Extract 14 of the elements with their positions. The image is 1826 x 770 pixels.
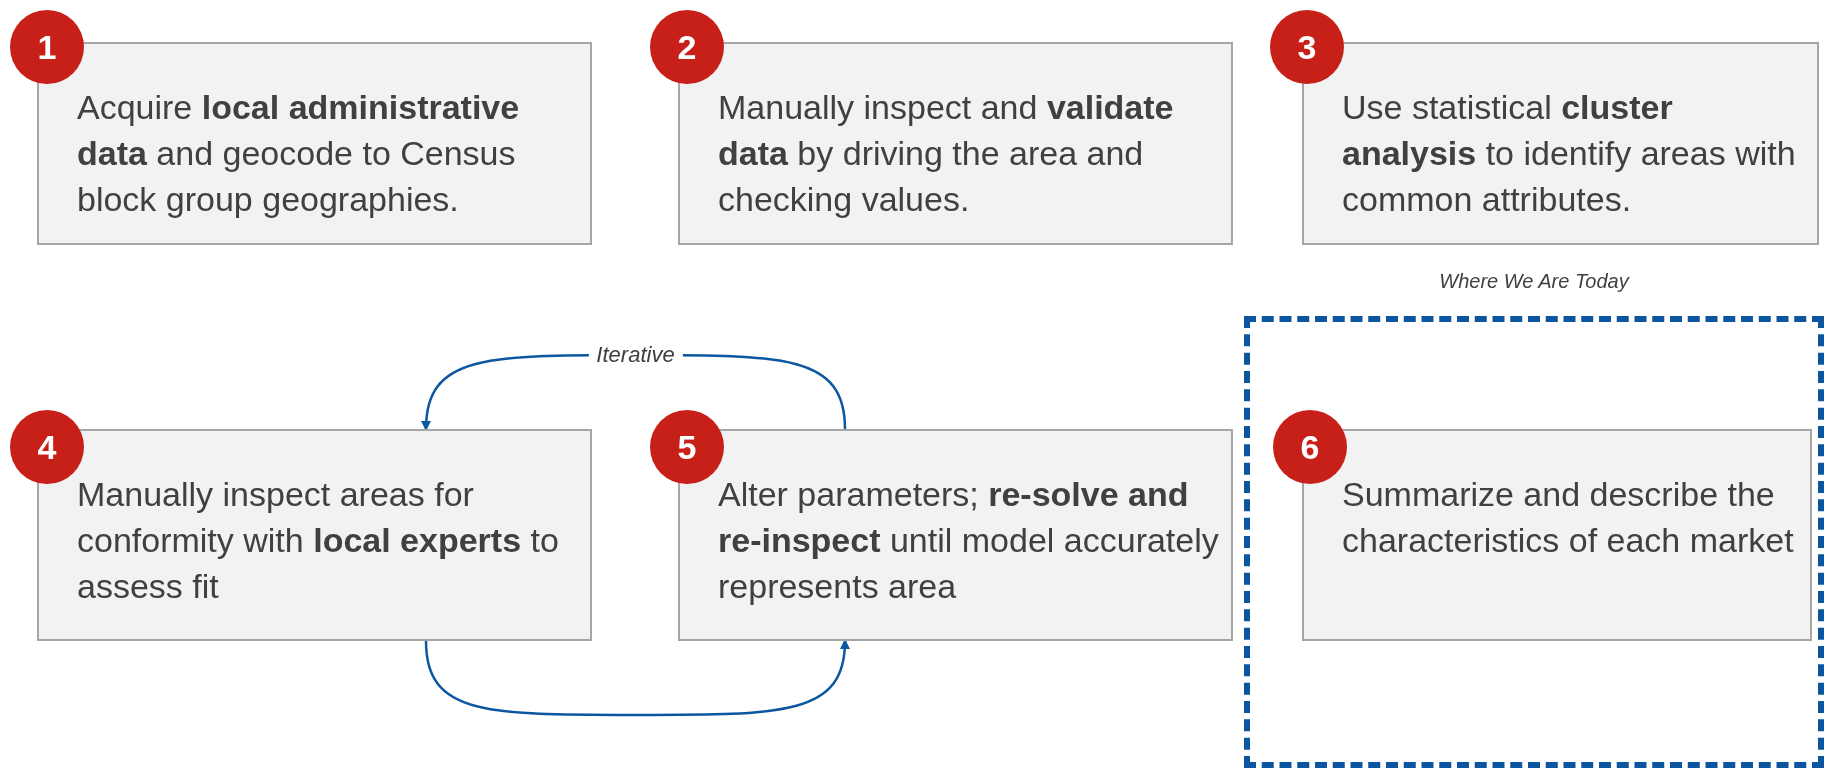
step-box <box>37 429 592 641</box>
step-text: Use statistical cluster analysis to identify areas with common attributes. <box>1342 87 1797 220</box>
number-badge: 5 <box>650 410 724 484</box>
step-box <box>678 429 1233 641</box>
step-text: Acquire local administrative data and geocode to Census block group geographies. <box>77 87 521 220</box>
step-box <box>1302 429 1812 641</box>
number-badge: 3 <box>1270 10 1344 84</box>
number-badge: 1 <box>10 10 84 84</box>
number-badge: 2 <box>650 10 724 84</box>
number-badge: 4 <box>10 410 84 484</box>
step-text: Manually inspect and validate data by driving the area and checking values. <box>718 87 1175 220</box>
region-title: Where We Are Today <box>1438 270 1631 293</box>
number-badge: 6 <box>1273 410 1347 484</box>
curved-arrow <box>424 639 850 717</box>
